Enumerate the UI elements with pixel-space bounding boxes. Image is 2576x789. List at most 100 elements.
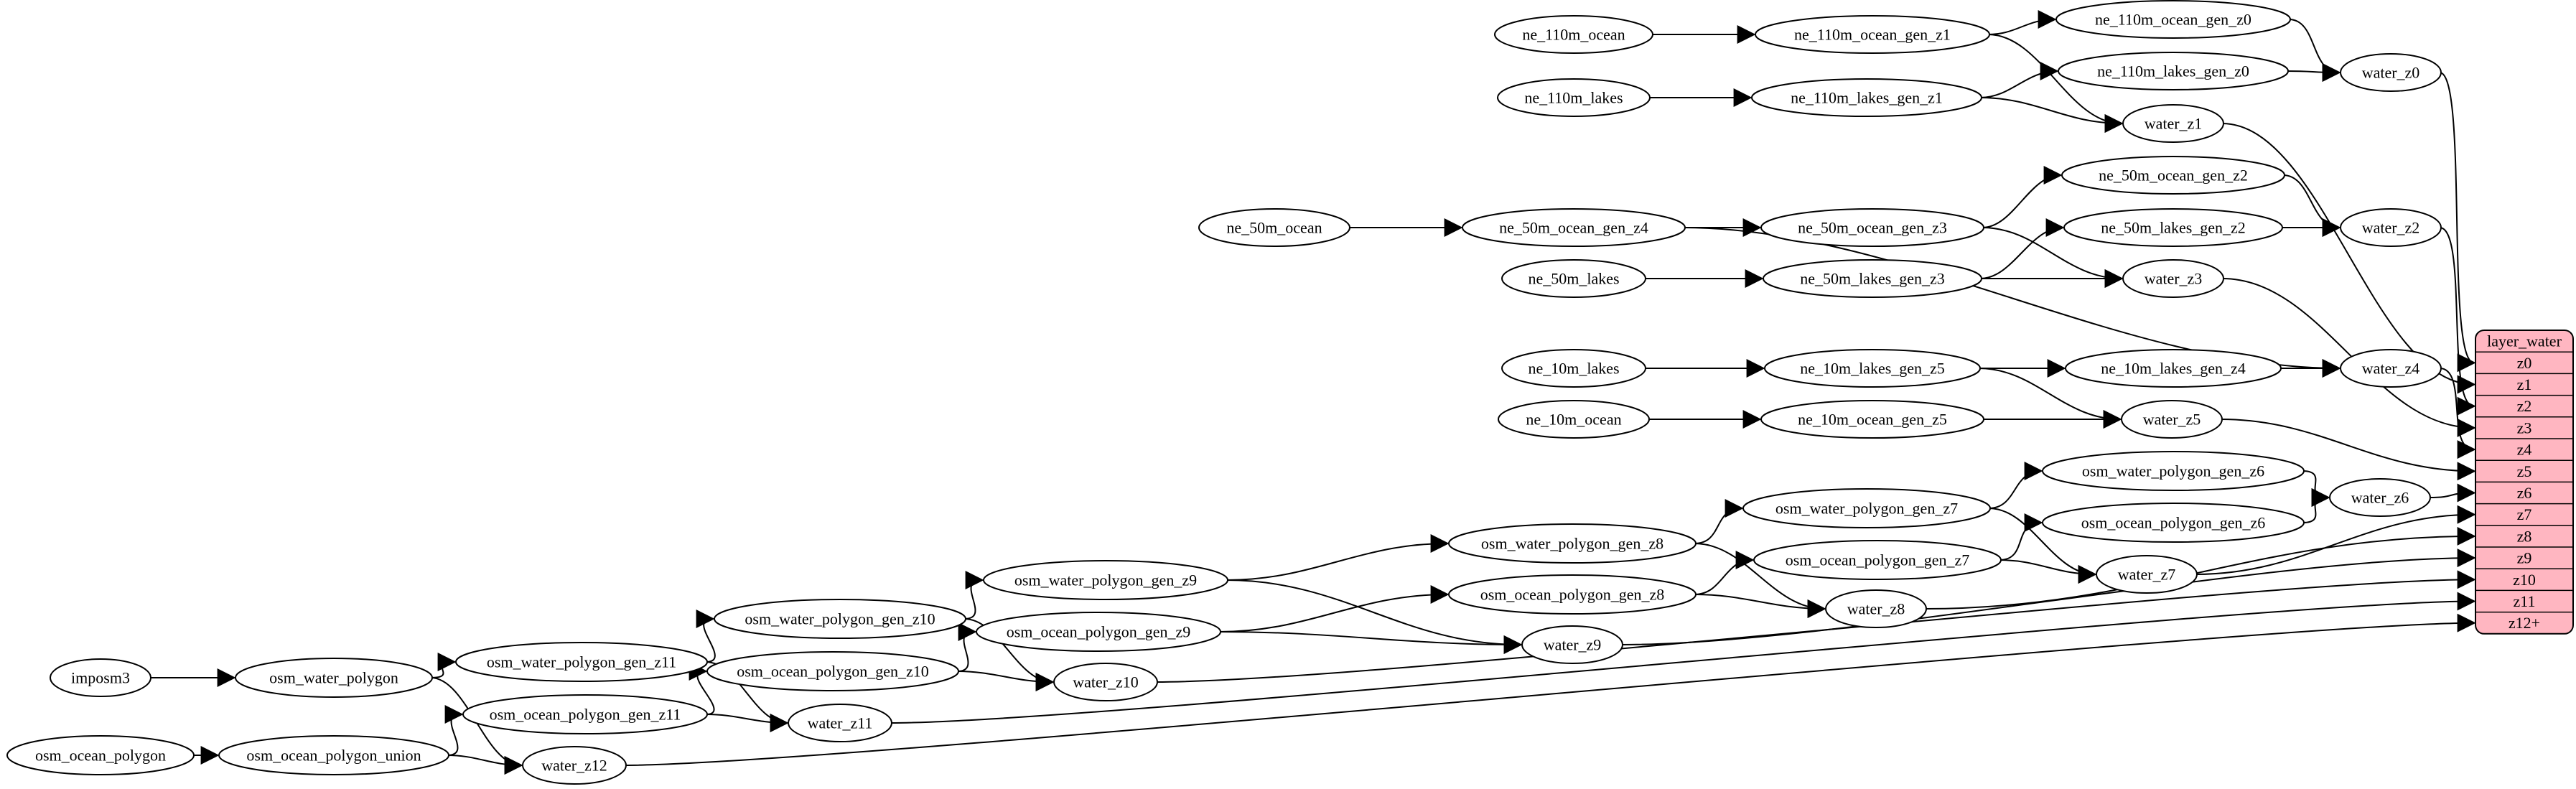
node-label: ne_110m_lakes_gen_z0 [2097,62,2249,80]
node-label: ne_110m_ocean [1522,26,1625,44]
edge-ne_110m_lakes_gen_z1-water_z1 [1979,97,2124,133]
node-ellipse [1751,78,1982,117]
node-label: water_z5 [2143,411,2201,429]
node-label: ne_50m_ocean_gen_z2 [2099,167,2248,185]
node-ellipse [455,642,708,682]
node-label: water_z9 [1544,636,1602,654]
node-label: water_z2 [2362,219,2420,237]
record-row-z12+: z12+ [2509,614,2540,632]
edge-water_z1-layer_water.z1 [2221,123,2476,394]
node-osm_water_polygon_gen_z6: osm_water_polygon_gen_z6 [2042,451,2305,491]
node-label: osm_water_polygon_gen_z9 [1014,571,1197,589]
record-row-z2: z2 [2517,397,2532,415]
node-ellipse [706,651,959,691]
node-label: ne_10m_lakes_gen_z5 [1800,360,1945,378]
node-ellipse [1755,15,1990,54]
node-ellipse [1760,208,1984,247]
node-osm_water_polygon_gen_z8: osm_water_polygon_gen_z8 [1448,523,1697,564]
node-ellipse [1498,400,1650,439]
edge-water_z0-layer_water.z0 [2439,72,2476,373]
record-row-z11: z11 [2514,592,2536,610]
node-ne_50m_lakes: ne_50m_lakes [1501,259,1646,298]
node-ellipse [2042,451,2305,491]
node-label: osm_ocean_polygon_union [246,747,421,765]
node-ellipse [462,694,708,734]
node-osm_ocean_polygon_gen_z9: osm_ocean_polygon_gen_z9 [976,612,1221,652]
node-water_z11: water_z11 [788,704,892,742]
edge-osm_water_polygon_gen_z7-osm_water_polygon_gen_z6 [1988,462,2043,509]
node-ellipse [714,599,966,639]
node-label: osm_water_polygon_gen_z7 [1775,500,1958,518]
node-ellipse [1753,540,2002,580]
node-osm_water_polygon_gen_z7: osm_water_polygon_gen_z7 [1742,488,1991,528]
edge-ne_110m_ocean_gen_z1-ne_110m_ocean_gen_z0 [1987,10,2057,35]
record-row-z1: z1 [2517,375,2532,393]
node-label: ne_10m_ocean [1526,411,1621,429]
node-ne_10m_ocean_gen_z5: ne_10m_ocean_gen_z5 [1760,400,1984,439]
node-ne_10m_lakes_gen_z5: ne_10m_lakes_gen_z5 [1764,349,1981,388]
node-ellipse [1494,15,1653,54]
edge-osm_ocean_polygon_union-water_z12 [447,755,523,775]
node-label: osm_ocean_polygon_gen_z6 [2081,514,2266,532]
node-ne_110m_ocean_gen_z0: ne_110m_ocean_gen_z0 [2055,0,2291,39]
edge-osm_ocean_polygon_gen_z11-osm_ocean_polygon_gen_z10 [689,662,715,715]
node-label: water_z4 [2362,360,2420,378]
node-ellipse [2065,349,2282,388]
node-ellipse [788,704,892,742]
node-ellipse [2329,478,2431,517]
edge-ne_110m_ocean_gen_z0-water_z0 [2288,19,2341,82]
node-ne_110m_lakes: ne_110m_lakes [1497,78,1651,117]
edge-ne_110m_lakes_gen_z0-water_z0 [2286,62,2341,82]
edge-osm_water_polygon_gen_z6-water_z6 [2302,470,2330,507]
node-ellipse [1497,78,1651,117]
node-osm_water_polygon_gen_z10: osm_water_polygon_gen_z10 [714,599,966,639]
node-label: osm_water_polygon_gen_z6 [2082,462,2264,480]
record-header: layer_water [2487,332,2562,350]
node-label: ne_50m_ocean_gen_z4 [1499,219,1648,237]
edge-water_z6-layer_water.z6 [2428,483,2476,503]
record-row-z5: z5 [2517,462,2532,480]
node-ellipse [522,746,627,785]
edge-ne_50m_lakes_gen_z3-ne_50m_lakes_gen_z2 [1979,218,2065,279]
node-ne_10m_lakes_gen_z4: ne_10m_lakes_gen_z4 [2065,349,2282,388]
edge-water_z10-layer_water.z10 [1155,570,2476,683]
edge-osm_ocean_polygon_gen_z7-water_z7 [1999,559,2097,584]
node-label: water_z11 [808,714,873,732]
node-water_z9: water_z9 [1521,625,1623,664]
node-label: water_z7 [2118,566,2176,584]
node-water_z0: water_z0 [2340,53,2442,92]
node-osm_ocean_polygon_gen_z6: osm_ocean_polygon_gen_z6 [2042,503,2305,543]
node-ellipse [1198,208,1350,247]
edge-osm_ocean_polygon_gen_z9-osm_ocean_polygon_gen_z8 [1218,585,1450,632]
node-label: osm_ocean_polygon_gen_z8 [1480,586,1665,604]
node-ellipse [2058,52,2289,90]
node-osm_ocean_polygon_gen_z8: osm_ocean_polygon_gen_z8 [1448,574,1697,615]
node-osm_water_polygon: osm_water_polygon [235,658,433,698]
node-osm_ocean_polygon_gen_z11: osm_ocean_polygon_gen_z11 [462,694,708,734]
edge-osm_ocean_polygon_gen_z10-water_z10 [956,671,1055,691]
node-osm_ocean_polygon_gen_z10: osm_ocean_polygon_gen_z10 [706,651,959,691]
node-label: osm_water_polygon_gen_z10 [745,610,935,628]
node-water_z4: water_z4 [2340,349,2442,388]
edge-water_z3-layer_water.z3 [2221,278,2476,437]
node-water_z3: water_z3 [2122,259,2224,298]
node-label: imposm3 [71,669,130,687]
edge-osm_water_polygon_gen_z9-water_z9 [1226,579,1523,654]
edge-water_z12-layer_water.z12+ [624,613,2476,766]
node-label: water_z12 [541,757,607,775]
edge-osm_water_polygon_gen_z8-osm_water_polygon_gen_z7 [1694,499,1744,544]
edge-water_z2-layer_water.z2 [2439,227,2476,416]
node-label: ne_50m_lakes [1528,270,1619,288]
node-osm_ocean_polygon: osm_ocean_polygon [6,735,195,775]
node-ellipse [2063,208,2283,247]
node-ellipse [2340,208,2442,247]
node-label: osm_water_polygon_gen_z11 [487,653,676,671]
node-osm_ocean_polygon_gen_z7: osm_ocean_polygon_gen_z7 [1753,540,2002,580]
node-ellipse [1521,625,1623,664]
edge-osm_water_polygon_gen_z9-osm_water_polygon_gen_z8 [1226,534,1450,581]
node-ne_50m_ocean_gen_z4: ne_50m_ocean_gen_z4 [1462,208,1686,247]
edge-osm_water_polygon_gen_z8-water_z8 [1694,543,1826,618]
node-label: water_z3 [2145,270,2203,288]
node-ellipse [2122,104,2224,143]
